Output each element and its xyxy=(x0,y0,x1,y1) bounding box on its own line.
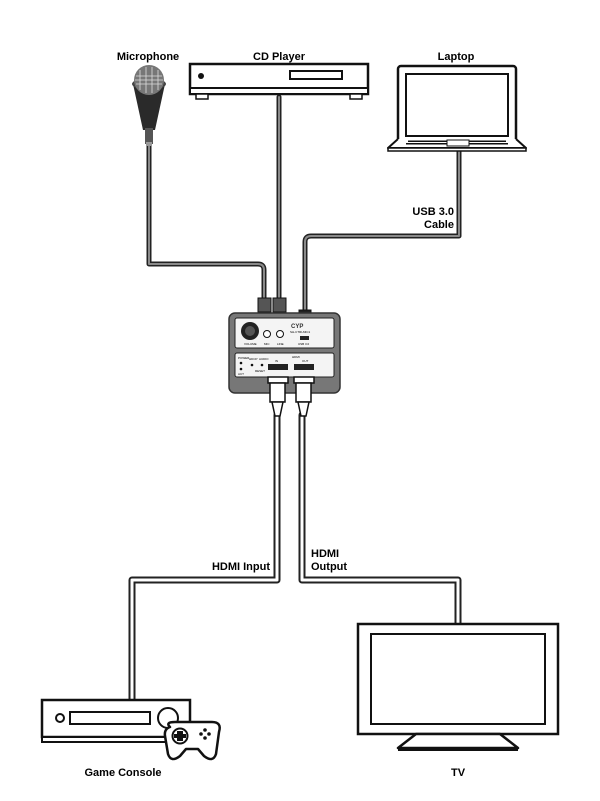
hdmi-output-cable xyxy=(298,411,462,628)
cd-player-label: CD Player xyxy=(253,51,306,63)
hdmi-input-label: HDMI Input xyxy=(212,561,270,573)
tv-icon xyxy=(356,622,560,751)
brand-logo: CYP xyxy=(291,324,303,330)
hdcp-label: HDCP xyxy=(249,357,258,361)
hdmi-input-cable xyxy=(128,411,281,704)
line-label: LINE xyxy=(277,342,284,346)
laptop-icon xyxy=(387,64,527,152)
control-device: VOLUME MIC LINE CYP SH-CTRLMIC1 USB 3.0 … xyxy=(228,297,341,417)
model-label: SH-CTRLMIC1 xyxy=(290,330,310,334)
usb-cable xyxy=(302,147,462,315)
audio-label: AUDIO xyxy=(259,357,269,361)
game-console-label: Game Console xyxy=(84,767,161,779)
mic-label: MIC xyxy=(264,342,270,346)
game-console-icon xyxy=(40,698,192,743)
labels: Microphone CD Player Laptop USB 3.0 Cabl… xyxy=(84,51,474,779)
hdmi-output-label-line1: HDMI xyxy=(311,548,339,560)
hdmi-label: HDMI xyxy=(292,355,300,359)
volume-label: VOLUME xyxy=(244,342,257,346)
cd-player-icon xyxy=(188,62,370,100)
usb-cable-label-line1: USB 3.0 xyxy=(412,206,454,218)
microphone-icon xyxy=(132,65,166,146)
usb-label: USB 3.0 xyxy=(298,342,310,346)
reset-label: RESET xyxy=(255,369,265,373)
tv-label: TV xyxy=(451,767,466,779)
microphone-cable xyxy=(146,139,267,303)
laptop-label: Laptop xyxy=(438,51,475,63)
out-label: OUT xyxy=(302,359,309,363)
hdmi-output-label-line2: Output xyxy=(311,561,347,573)
act-label: ACT xyxy=(238,372,244,376)
cables xyxy=(128,94,462,704)
usb-cable-label-line2: Cable xyxy=(424,219,454,231)
gamepad-icon xyxy=(163,720,221,761)
microphone-label: Microphone xyxy=(117,51,179,63)
in-label: IN xyxy=(275,359,278,363)
power-label: POWER xyxy=(238,356,250,360)
